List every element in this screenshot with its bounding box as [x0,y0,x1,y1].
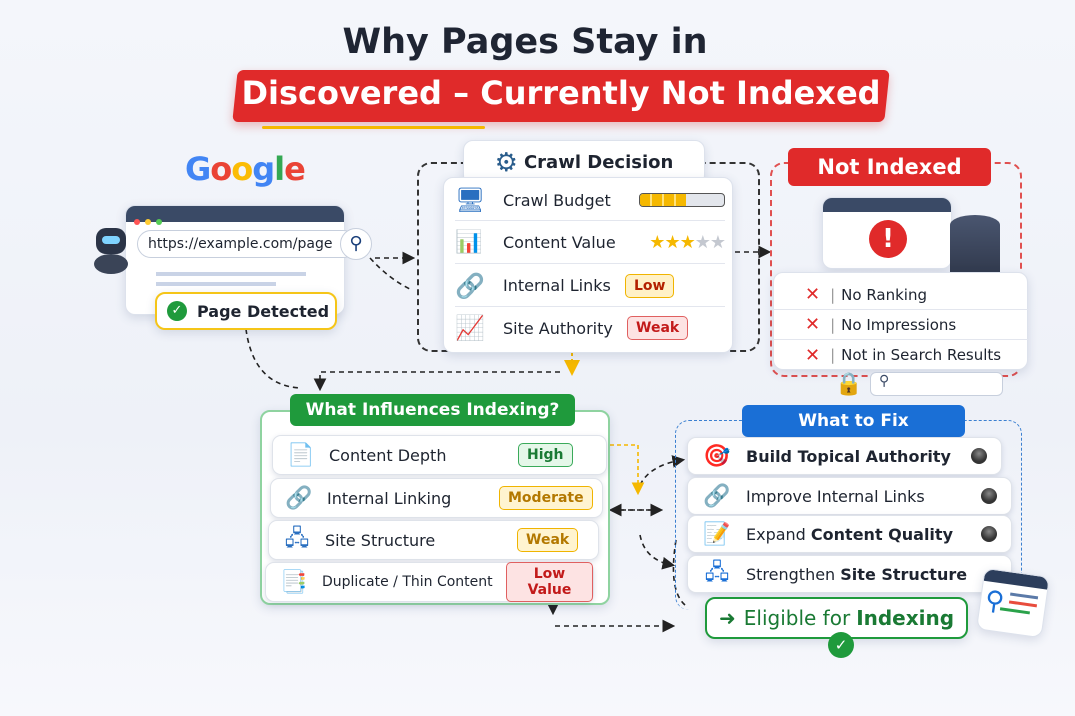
crawl-row-links: 🔗 Internal Links Low [455,265,725,307]
document-icon: 📄 [287,442,315,468]
edit-document-icon: 📝 [703,521,731,547]
influence-label: Duplicate / Thin Content [322,574,493,590]
not-indexed-items: ✕|No Ranking✕|No Impressions ✕|Not in Sea… [773,280,1028,370]
seo-report-icon: ⚲ [976,567,1050,639]
content-value-icon: 📊 [455,230,483,255]
link-icon: 🔗 [285,485,313,511]
influence-badge: Low Value [506,562,593,602]
search-icon[interactable]: ⚲ [340,228,372,260]
crawl-budget-label: Crawl Budget [503,190,611,210]
influences-title: What Influences Indexing? [290,394,575,426]
fix-label-bold: Build Topical Authority [746,446,951,466]
star-icon: ★ [679,232,696,253]
influence-row: 📄 Content Depth High [272,435,607,475]
crawl-row-content: 📊 Content Value ★★★★★ [455,222,726,264]
x-mark-icon: ✕ [805,314,821,335]
sitemap-icon: 🖧 [704,560,730,585]
fix-title: What to Fix [742,405,965,437]
sitemap-icon: 🖧 [284,526,310,551]
toggle-knob-icon[interactable] [981,488,997,504]
site-authority-badge: Weak [627,316,689,340]
arrow-right-icon: ➜ [719,606,736,630]
star-icon: ★ [709,232,726,253]
star-icon: ★ [664,232,680,253]
toggle-knob-icon[interactable] [971,448,987,464]
link-icon: 🔗 [455,271,485,300]
toggle-knob-icon[interactable] [981,526,997,542]
eligible-bold-text: Indexing [856,606,955,630]
crawl-budget-bar [639,193,725,207]
crawl-row-authority: 📈 Site Authority Weak [455,307,725,349]
not-indexed-item-label: No Ranking [841,285,927,304]
fix-label-bold: Site Structure [840,564,968,584]
error-browser-icon: ! [822,197,952,269]
crawl-row-budget: 🖥 Crawl Budget [455,180,725,221]
not-indexed-item-label: No Impressions [841,315,957,334]
fix-row[interactable]: 🔗 Improve Internal Links [687,477,1012,515]
not-indexed-label: Not Indexed [788,148,991,186]
check-circle-icon: ✓ [828,632,854,658]
gear-icon: ⚙ [494,147,518,178]
chart-growth-icon: 📈 [455,314,485,342]
search-bar-icon: ⚲ [870,372,1003,396]
page-detected-label: Page Detected [197,301,330,321]
influence-badge: High [518,443,573,467]
internal-links-label: Internal Links [503,276,611,295]
influence-label: Internal Linking [327,488,452,508]
fix-row[interactable]: 🎯 Build Topical Authority [687,437,1002,475]
fix-label: Expand [746,524,811,544]
fix-label: Improve Internal Links [746,486,925,506]
title-underline [262,126,485,129]
fix-label-bold: Content Quality [810,524,953,544]
link-icon: 🔗 [703,483,731,509]
title-line2: Discovered – Currently Not Indexed [241,74,881,112]
lock-icon: 🔒 [835,372,863,397]
spider-robot-icon [88,228,134,288]
x-mark-icon: ✕ [805,284,821,305]
duplicate-docs-icon: 📑 [280,569,308,595]
not-indexed-item: ✕|No Impressions [773,310,1028,340]
content-value-stars: ★★★★★ [649,232,726,253]
fix-label: Strengthen [746,564,841,584]
site-authority-label: Site Authority [503,318,613,338]
influence-badge: Weak [517,528,579,552]
influence-row: 📑 Duplicate / Thin Content Low Value [265,562,594,602]
not-indexed-item: ✕|No Ranking [773,280,1028,310]
page-detected-badge: ✓ Page Detected [155,292,337,330]
crawl-budget-icon: 🖥 [455,186,486,214]
not-indexed-item-label: Not in Search Results [841,346,1002,364]
google-logo: Google [185,150,306,188]
check-icon: ✓ [167,301,187,321]
crawl-decision-title: Crawl Decision [523,152,674,173]
url-bar[interactable]: https://example.com/page [137,230,357,258]
not-indexed-list [773,272,1028,370]
influence-row: 🖧 Site Structure Weak [268,520,599,560]
influence-badge: Moderate [499,486,593,510]
not-indexed-item: ✕|Not in Search Results [805,344,1002,366]
eligible-text: Eligible for [743,606,851,630]
fix-row[interactable]: 🖧 Strengthen Site Structure [687,555,1012,593]
fix-row[interactable]: 📝 Expand Content Quality [687,515,1012,553]
star-icon: ★ [694,232,711,253]
star-icon: ★ [649,232,665,253]
influence-label: Site Structure [325,530,436,550]
influence-label: Content Depth [329,445,447,465]
content-value-label: Content Value [503,233,616,252]
internal-links-badge: Low [625,273,675,298]
x-mark-icon: ✕ [805,344,821,366]
influence-row: 🔗 Internal Linking Moderate [270,478,603,518]
target-icon: 🎯 [703,443,731,469]
title-line1: Why Pages Stay in [342,22,708,62]
